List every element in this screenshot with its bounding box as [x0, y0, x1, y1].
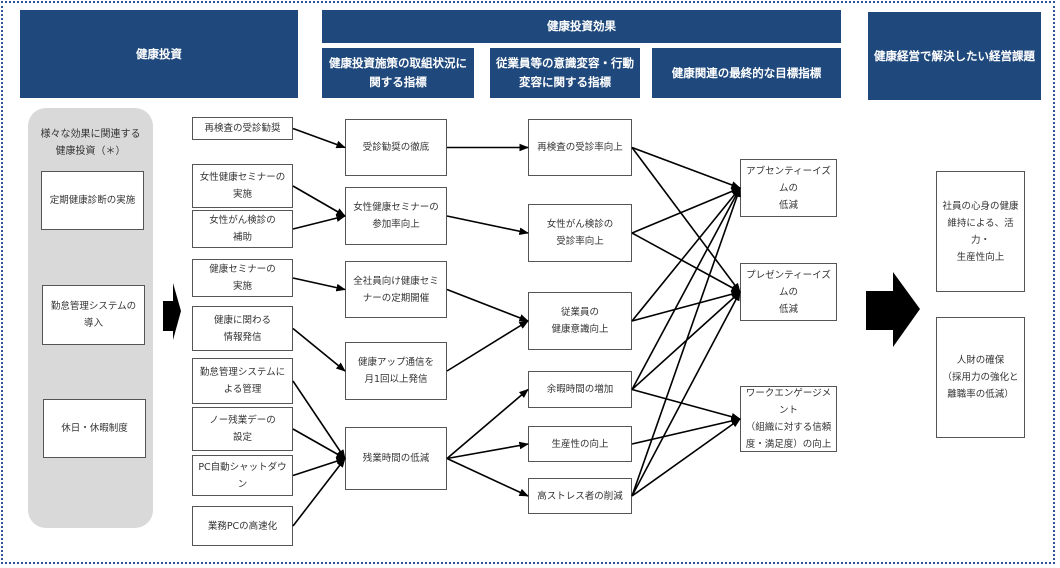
general-investment-item: 休日・休暇制度	[43, 399, 146, 458]
investment-box-label: 業務PCの高速化	[207, 520, 278, 532]
investment-box-label: 女性がん検診の 補助	[209, 215, 276, 243]
behavior-indicator-box-label: 従業員の 健康意識向上	[551, 307, 609, 335]
investment-box: 女性がん検診の 補助	[192, 210, 293, 248]
header-investment: 健康投資	[20, 10, 298, 98]
initiative-indicator-box: 全社員向け健康セミ ナーの定期開催	[345, 261, 447, 318]
connector-arrow	[446, 457, 529, 497]
behavior-indicator-box: 高ストレス者の削減	[528, 478, 632, 514]
connector-arrow	[631, 187, 741, 390]
header-initiative-indicators: 健康投資施策の取組状況に関する指標	[322, 48, 474, 98]
connector-arrow	[446, 388, 529, 460]
initiative-indicator-box: 受診勧奨の徹底	[345, 119, 447, 176]
investment-box-label: 健康セミナーの 実施	[209, 264, 276, 292]
behavior-indicator-box: 生産性の向上	[528, 426, 632, 462]
header-management-issues: 健康経営で解決したい経営課題	[868, 12, 1041, 100]
investment-box: 再検査の受診勧奨	[192, 117, 293, 140]
final-indicator-box-label: アブセンティーイズムの 低減	[746, 165, 831, 211]
header-effects: 健康投資効果	[322, 10, 841, 43]
investment-box-label: 再検査の受診勧奨	[204, 123, 281, 134]
connector-arrow	[292, 457, 346, 477]
investment-box-label: 健康に関わる 情報発信	[213, 314, 271, 343]
investment-box-label: ノー残業デーの 設定	[209, 415, 276, 443]
investment-box-label: PC自動シャットダウン	[198, 461, 287, 490]
connector-arrow	[292, 457, 346, 527]
behavior-indicator-box-label: 再検査の受診率向上	[537, 142, 623, 153]
behavior-indicator-box: 再検査の受診率向上	[528, 119, 632, 176]
connector-arrow	[631, 290, 741, 322]
behavior-indicator-box-label: 女性がん検診の 受診率向上	[546, 219, 614, 247]
connector-arrow	[292, 185, 346, 217]
general-investment-label: 勤怠管理システムの 導入	[50, 301, 137, 329]
initiative-indicator-box: 健康アップ通信を 月1回以上発信	[345, 342, 447, 400]
connector-arrow	[631, 232, 741, 293]
behavior-indicator-box: 余暇時間の増加	[528, 371, 632, 408]
initiative-indicator-box-label: 女性健康セミナーの 参加率向上	[353, 202, 439, 230]
general-investment-item: 定期健康診断の実施	[41, 171, 144, 230]
general-investment-label: 定期健康診断の実施	[49, 195, 136, 206]
connector-arrow	[292, 214, 346, 230]
general-investment-label: 休日・休暇制度	[61, 423, 128, 434]
connector-arrow	[446, 215, 529, 235]
investment-box-label: 勤怠管理システムに よる管理	[199, 367, 286, 395]
initiative-indicator-box: 女性健康セミナーの 参加率向上	[345, 187, 447, 245]
investment-box-label: 女性健康セミナーの 実施	[199, 172, 286, 200]
investment-box: 女性健康セミナーの 実施	[192, 164, 293, 208]
general-investment-item: 勤怠管理システムの 導入	[42, 285, 145, 345]
connector-arrow	[631, 417, 741, 445]
connector-arrow	[446, 441, 529, 460]
connector-arrow	[631, 187, 741, 497]
initiative-indicator-box-label: 全社員向け健康セミ ナーの定期開催	[353, 275, 439, 304]
connector-arrow	[292, 327, 346, 372]
connector-arrow	[631, 418, 741, 497]
investment-box: 業務PCの高速化	[192, 506, 293, 546]
investment-box: PC自動シャットダウン	[192, 455, 293, 496]
connector-arrow	[631, 388, 741, 421]
connector-arrow	[631, 146, 741, 189]
initiative-indicator-box-label: 健康アップ通信を 月1回以上発信	[357, 357, 434, 385]
final-indicator-box-label: プレゼンティーイズムの 低減	[746, 269, 831, 315]
investment-box: 健康に関わる 情報発信	[192, 306, 293, 351]
management-goal-box: 人財の確保 （採用力の強化と 離職率の低減）	[936, 317, 1025, 438]
behavior-indicator-box: 従業員の 健康意識向上	[528, 292, 632, 350]
connector-arrow	[292, 277, 346, 292]
investment-box: ノー残業デーの 設定	[192, 407, 293, 451]
management-goal-box: 社員の心身の健康 維持による、活力・ 生産性向上	[936, 171, 1025, 292]
connector-arrow	[631, 147, 741, 293]
initiative-indicator-box-label: 受診勧奨の徹底	[362, 142, 430, 153]
behavior-indicator-box-label: 高ストレス者の削減	[537, 490, 623, 502]
investment-box: 健康セミナーの 実施	[192, 259, 293, 297]
block-arrow-right-icon	[866, 272, 920, 347]
connector-arrow	[292, 127, 346, 149]
block-arrow-left-icon	[163, 283, 181, 340]
final-indicator-box: アブセンティーイズムの 低減	[740, 159, 837, 217]
initiative-indicator-box-label: 残業時間の低減	[362, 453, 430, 464]
final-indicator-box-label: ワークエンゲージメント （組織に対する信頼 度・満足度）の向上	[745, 388, 832, 450]
investment-box: 勤怠管理システムに よる管理	[192, 358, 293, 404]
behavior-indicator-box-label: 生産性の向上	[551, 438, 609, 450]
connector-arrow	[446, 320, 529, 372]
general-investments-title: 様々な効果に関連する 健康投資（＊）	[40, 129, 141, 157]
management-goal-box-label: 人財の確保 （採用力の強化と 離職率の低減）	[942, 355, 1019, 400]
behavior-indicator-box-label: 余暇時間の増加	[546, 384, 614, 395]
connector-arrow	[631, 291, 741, 497]
connector-arrow	[631, 187, 741, 322]
connector-arrow	[446, 288, 529, 322]
connector-arrow	[631, 187, 741, 234]
header-final-indicators: 健康関連の最終的な目標指標	[652, 48, 841, 98]
connector-arrow	[292, 428, 346, 460]
management-goal-box-label: 社員の心身の健康 維持による、活力・ 生産性向上	[942, 200, 1019, 263]
final-indicator-box: プレゼンティーイズムの 低減	[740, 263, 837, 321]
connector-arrow	[292, 380, 346, 460]
header-behavior-indicators: 従業員等の意識変容・行動変容に関する指標	[490, 48, 640, 98]
initiative-indicator-box: 残業時間の低減	[345, 427, 447, 490]
behavior-indicator-box: 女性がん検診の 受診率向上	[528, 204, 632, 262]
